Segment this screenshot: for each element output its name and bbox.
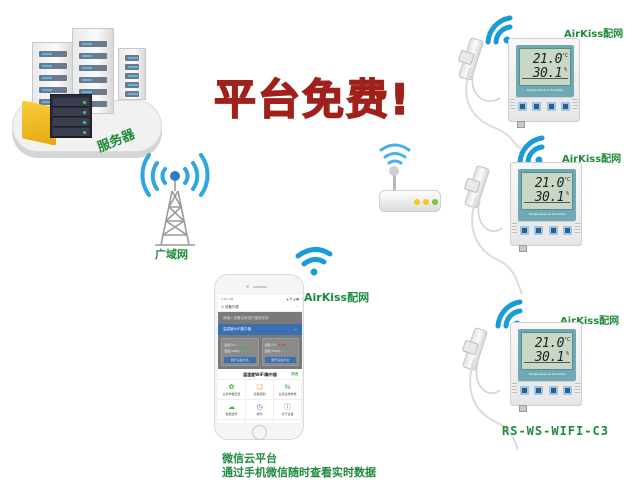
- wechat-platform-title: 微信云平台: [222, 452, 277, 465]
- device-button[interactable]: [548, 386, 558, 395]
- router-body: [379, 190, 441, 212]
- status-bar: 2:00 AM ▲ ▼ ◢ ■: [221, 297, 299, 301]
- nav-bar: ✕ 设备列表 ···: [218, 303, 302, 312]
- menu-item-time-sync[interactable]: ◷校时: [246, 400, 274, 420]
- server-cluster: 服务器: [0, 0, 190, 175]
- phone-wifi-signal-icon: [295, 247, 333, 276]
- more-icon[interactable]: ···: [295, 305, 299, 309]
- router-wifi-signal-icon: [379, 143, 411, 165]
- device-button[interactable]: [563, 386, 573, 395]
- action-sheet-header: 温湿度WiFi集中器 关闭: [218, 369, 302, 380]
- phone-camera: [246, 285, 249, 288]
- sensor-unit-2: AirKiss配网 21.0 °C 30.1 % Temperature & H…: [450, 130, 642, 295]
- wan-label: 广域网: [155, 248, 188, 261]
- device-button[interactable]: [517, 102, 527, 111]
- wifi-signal-icon: [517, 135, 545, 165]
- sensor-unit-1: AirKiss配网 21.0 °C 30.1 % Temperature & H…: [450, 8, 642, 149]
- wan-tower: 广域网: [135, 145, 215, 265]
- phone-airkiss-label: AirKiss配网: [304, 291, 370, 304]
- menu-item-remote-control[interactable]: ❏远程控制: [246, 380, 274, 400]
- smartphone: 2:00 AM ▲ ▼ ◢ ■ ✕ 设备列表 ··· 请输入设备名称进行搜索查询…: [214, 274, 304, 440]
- router-antenna-tip: [389, 166, 399, 176]
- temperature-reading: 21.0: [532, 52, 563, 67]
- router-antenna: [393, 168, 396, 190]
- menu-item-data-passthrough[interactable]: ☁数据透传: [218, 400, 246, 420]
- menu-item-ops-params[interactable]: ⇆主机运维参数: [274, 380, 302, 400]
- humidity-reading: 30.1: [534, 190, 565, 205]
- device-buttons: [517, 381, 575, 399]
- menu-item-modify-log[interactable]: ▤导电数据修改记录: [218, 420, 246, 423]
- menu-item-more[interactable]: ···更多: [274, 420, 302, 423]
- airkiss-label-2: AirKiss配网: [562, 154, 622, 165]
- device-card[interactable]: 温度(℃): 0.00 湿度(%RH): 0.00 展开设备状态: [261, 338, 299, 366]
- lcd-display: 21.0 °C 30.1 %: [521, 172, 573, 210]
- search-input[interactable]: 请输入设备名称进行搜索查询: [223, 316, 269, 320]
- humidity-reading: 30.1: [534, 350, 565, 365]
- device-button[interactable]: [532, 102, 542, 111]
- lcd-display: 21.0 °C 30.1 %: [519, 48, 571, 86]
- radio-tower-icon: [140, 153, 210, 246]
- device-button[interactable]: [546, 102, 556, 111]
- device-button[interactable]: [534, 226, 544, 235]
- device-button[interactable]: [519, 386, 529, 395]
- close-icon[interactable]: ✕: [221, 305, 224, 309]
- device-status-button[interactable]: 展开设备状态: [224, 357, 256, 363]
- server-rack-3: [118, 48, 146, 100]
- device-button[interactable]: [563, 226, 573, 235]
- phone-speaker: [253, 286, 267, 288]
- sensor-unit-3: AirKiss配网 21.0 °C 30.1 % Temperature & H…: [450, 292, 642, 452]
- device-group-header[interactable]: 温湿度WiFi集中器 —: [218, 324, 302, 335]
- device-button[interactable]: [519, 226, 529, 235]
- gear-icon: ✿: [228, 383, 235, 391]
- model-label: RS-WS-WIFI-C3: [502, 424, 609, 438]
- device-button[interactable]: [534, 386, 544, 395]
- device-status-button[interactable]: 展开设备状态: [264, 357, 296, 363]
- probe-cable-3: [469, 359, 519, 451]
- temperature-reading: 21.0: [534, 336, 565, 351]
- sensor-device-2: 21.0 °C 30.1 % Temperature & Humidity: [510, 162, 582, 252]
- device-buttons: [515, 97, 573, 115]
- headline: 平台免费!: [213, 74, 412, 125]
- sheet-close-button[interactable]: 关闭: [291, 372, 298, 376]
- menu-item-host-config[interactable]: ✿主机参数配置: [218, 380, 246, 400]
- sliders-icon: ⇆: [284, 383, 291, 391]
- probe-cable-1: [465, 67, 522, 149]
- home-button[interactable]: [252, 425, 267, 440]
- cloud-icon: ☁: [228, 403, 235, 411]
- probe-cable-2: [471, 197, 523, 295]
- phone-screen: 2:00 AM ▲ ▼ ◢ ■ ✕ 设备列表 ··· 请输入设备名称进行搜索查询…: [218, 295, 302, 423]
- clock-icon: ◷: [256, 403, 263, 411]
- humidity-reading: 30.1: [532, 66, 563, 81]
- nav-title: 设备列表: [225, 305, 240, 309]
- sensor-device-3: 21.0 °C 30.1 % Temperature & Humidity: [510, 322, 582, 412]
- sensor-device-1: 21.0 °C 30.1 % Temperature & Humidity: [508, 38, 580, 128]
- wechat-platform-desc: 通过手机微信随时查看实时数据: [222, 466, 376, 479]
- info-icon: ⓘ: [284, 403, 291, 411]
- device-buttons: [517, 221, 575, 239]
- device-list-overlay: 请输入设备名称进行搜索查询 温湿度WiFi集中器 — 温度(℃): 0.00 湿…: [218, 312, 302, 369]
- wifi-router: [375, 140, 445, 215]
- dark-server-rack: [50, 94, 92, 138]
- menu-item-host-upgrade[interactable]: ⚑主机升级: [246, 420, 274, 423]
- collapse-icon[interactable]: —: [293, 327, 298, 331]
- device-button[interactable]: [548, 226, 558, 235]
- device-card[interactable]: 温度(℃): 0.00 湿度(%RH): 0.00 展开设备状态: [221, 338, 259, 366]
- remote-icon: ❏: [256, 383, 263, 391]
- temperature-reading: 21.0: [534, 176, 565, 191]
- airkiss-label-3: AirKiss配网: [560, 316, 620, 327]
- airkiss-label-1: AirKiss配网: [564, 29, 624, 40]
- lcd-display: 21.0 °C 30.1 %: [521, 332, 573, 370]
- device-button[interactable]: [561, 102, 571, 111]
